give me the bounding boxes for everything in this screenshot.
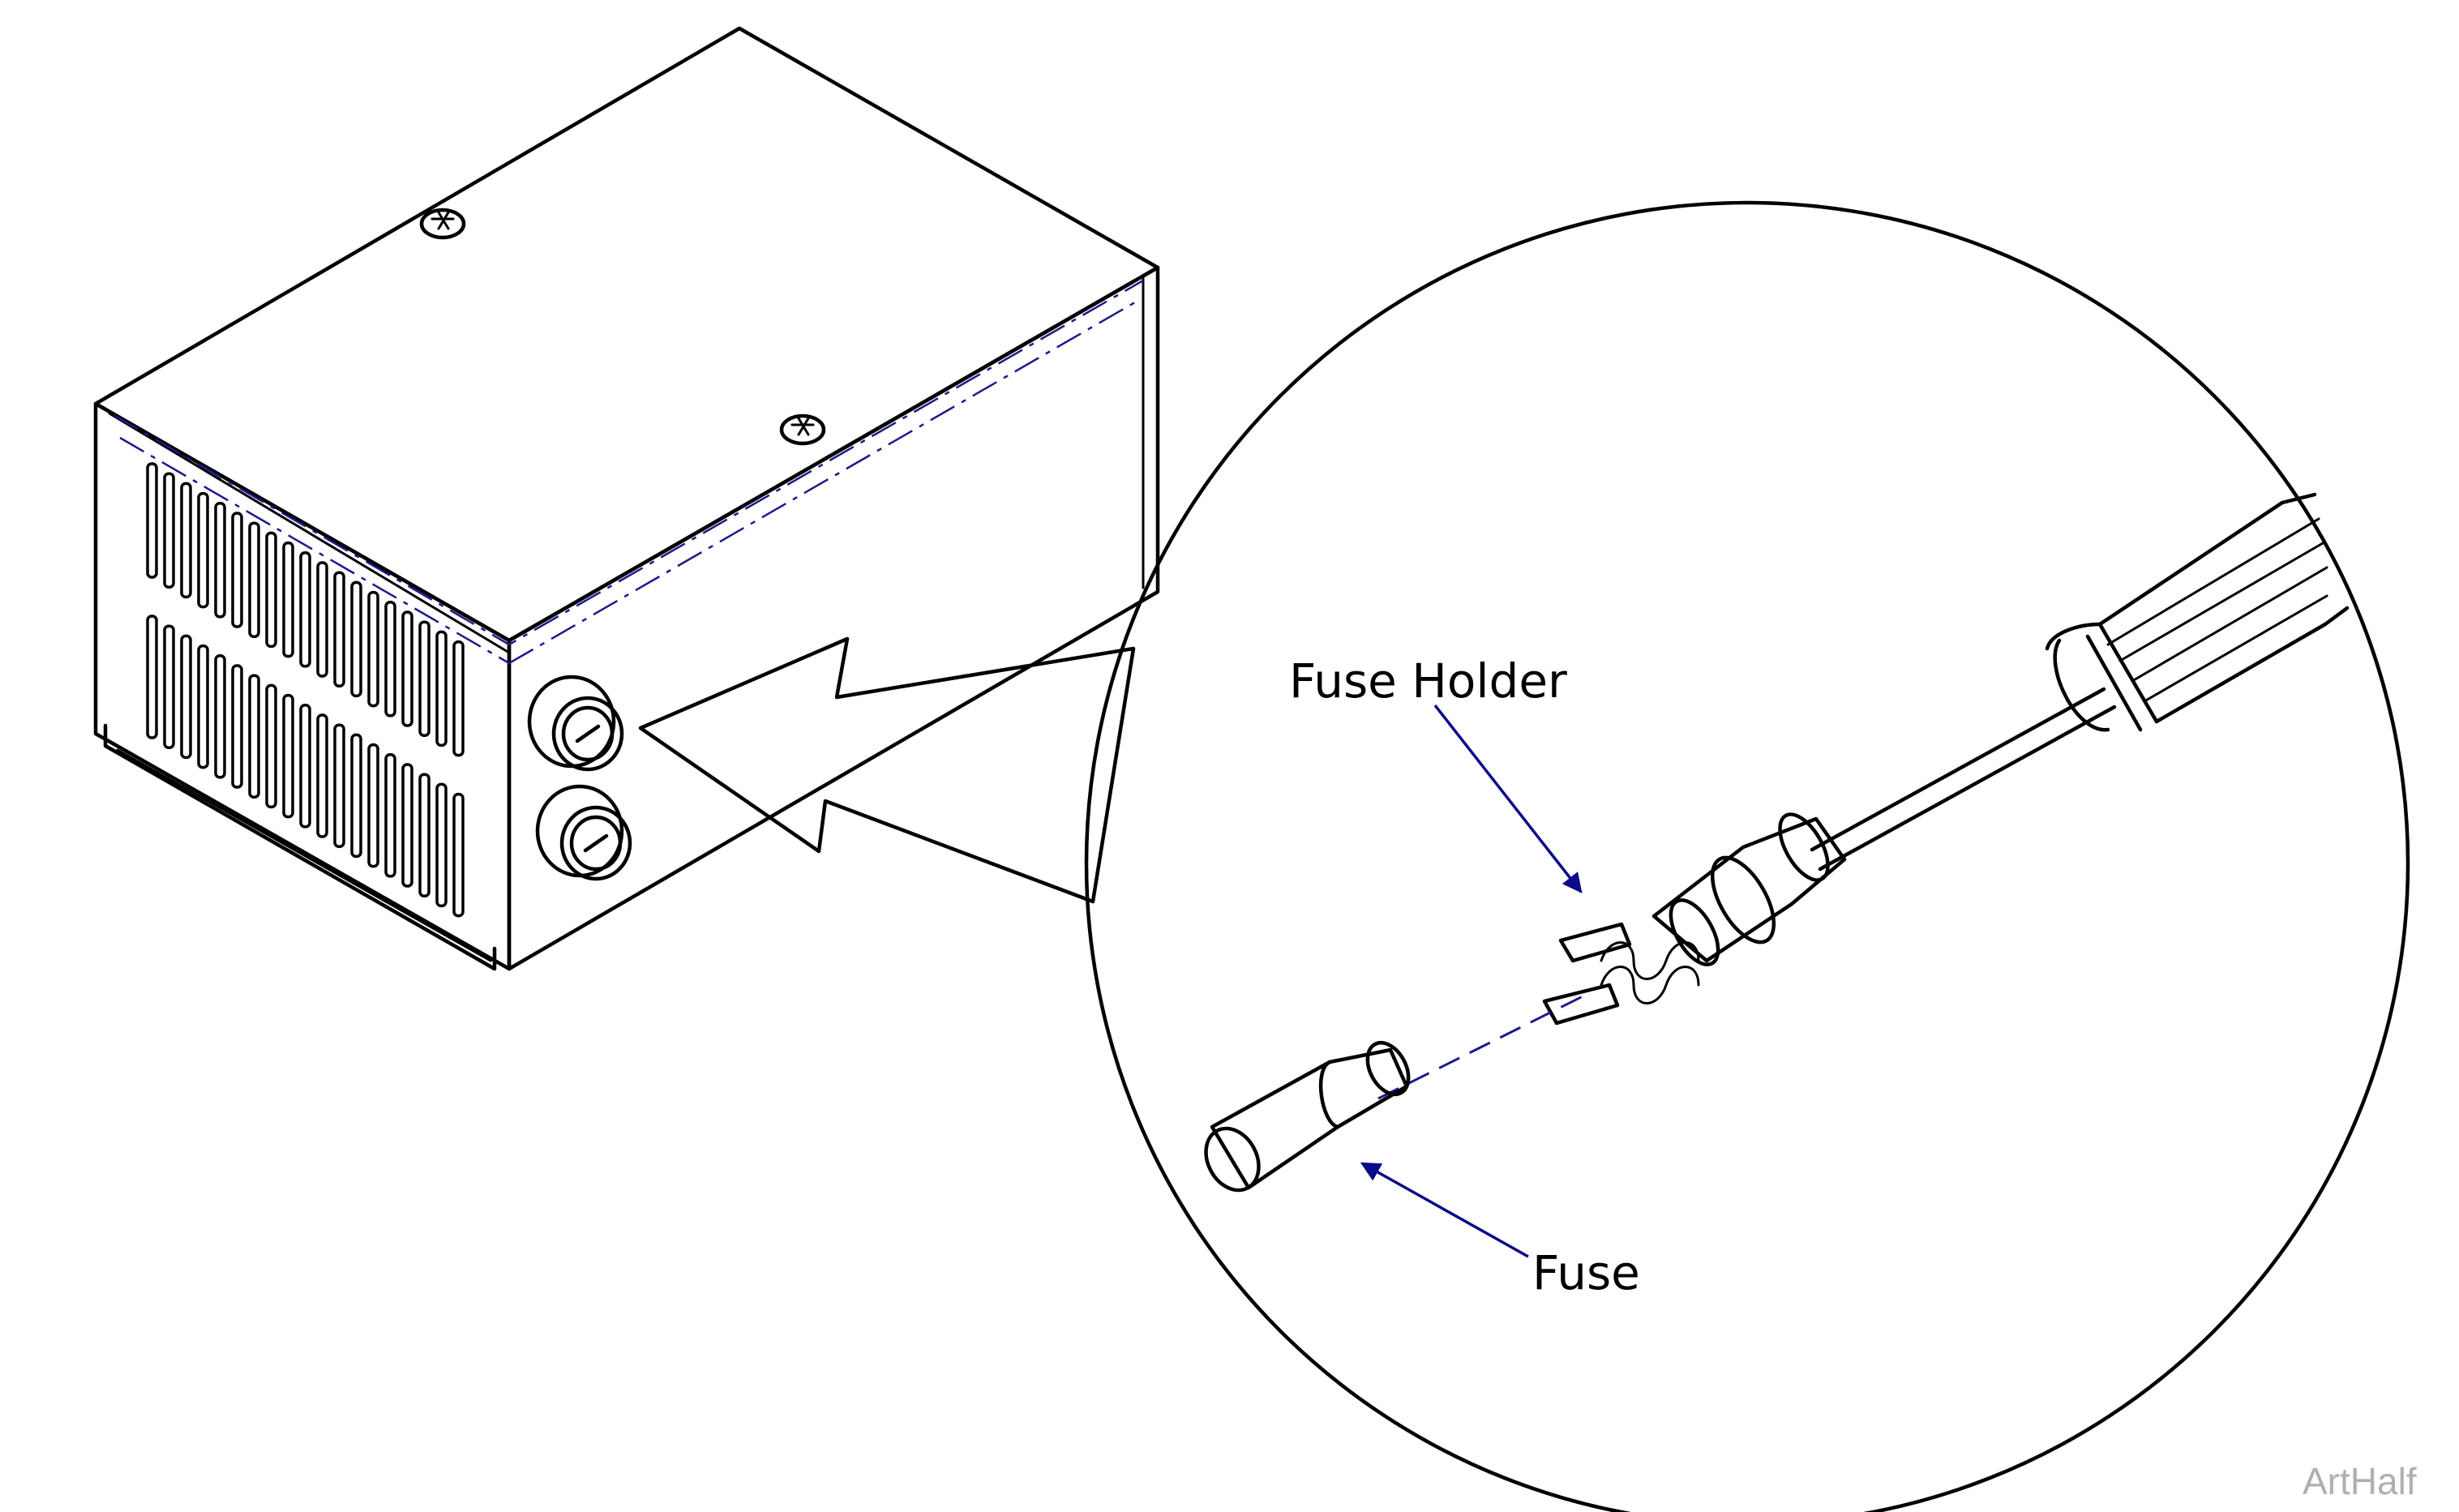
vent-slot [452, 640, 465, 757]
vent-slot [299, 704, 311, 829]
vent-slot [282, 541, 294, 658]
alignment-line [1377, 992, 1590, 1100]
vent-slot [197, 644, 209, 769]
vent-slot [146, 462, 158, 579]
watermark: ArtHalf [2303, 1460, 2417, 1502]
fuse-holder-label: Fuse Holder [1289, 653, 1567, 709]
vent-slot [418, 620, 431, 737]
vent-slot [197, 491, 209, 609]
vent-slot [401, 763, 413, 888]
fuse-cap-upper [527, 675, 624, 772]
vent-slot [384, 601, 396, 717]
vent-slot [401, 610, 413, 727]
housing-right-face [507, 265, 1160, 971]
vent-slots-upper [146, 462, 465, 757]
fuse-holder-leader [1433, 704, 1583, 893]
vent-slot [452, 792, 465, 918]
vent-slot [350, 733, 362, 859]
vent-slots-lower [146, 615, 465, 918]
fuse-holder [1542, 812, 1847, 1026]
vent-slot [248, 674, 260, 799]
vent-slot [163, 624, 175, 749]
vent-slot [418, 773, 431, 897]
vent-slot [146, 615, 158, 739]
vent-slot [435, 630, 448, 747]
vent-slot [214, 502, 226, 619]
vent-slot [333, 571, 345, 687]
vent-slot [163, 472, 175, 589]
vent-slot [367, 590, 379, 708]
vent-slot [333, 723, 345, 848]
top-screw-2 [779, 413, 826, 446]
vent-slot [350, 580, 362, 698]
vent-slot [231, 512, 243, 628]
vent-slot [214, 654, 226, 779]
fuse-label: Fuse [1532, 1245, 1640, 1300]
callout-arrow [638, 636, 1136, 904]
power-supply-housing [93, 26, 1160, 971]
vent-slot [265, 683, 277, 809]
vent-slot [316, 713, 328, 838]
vent-slot [248, 521, 260, 638]
detail-circle [1084, 200, 2410, 1512]
fuse [1204, 1041, 1411, 1193]
housing-bottom-lip [103, 723, 497, 971]
vent-slot [299, 551, 311, 668]
vent-slot [180, 634, 192, 760]
vent-slot [384, 753, 396, 878]
vent-slot [316, 561, 328, 678]
vent-slot [180, 482, 192, 599]
vent-slot [282, 693, 294, 819]
fuse-cap-lower [535, 784, 632, 881]
vent-slot [435, 782, 448, 908]
screwdriver [1810, 492, 2350, 872]
vent-slot [231, 664, 243, 789]
fuse-leader [1360, 1162, 1529, 1258]
top-screw-1 [419, 208, 466, 240]
vent-slot [265, 531, 277, 649]
vent-slot [367, 743, 379, 868]
